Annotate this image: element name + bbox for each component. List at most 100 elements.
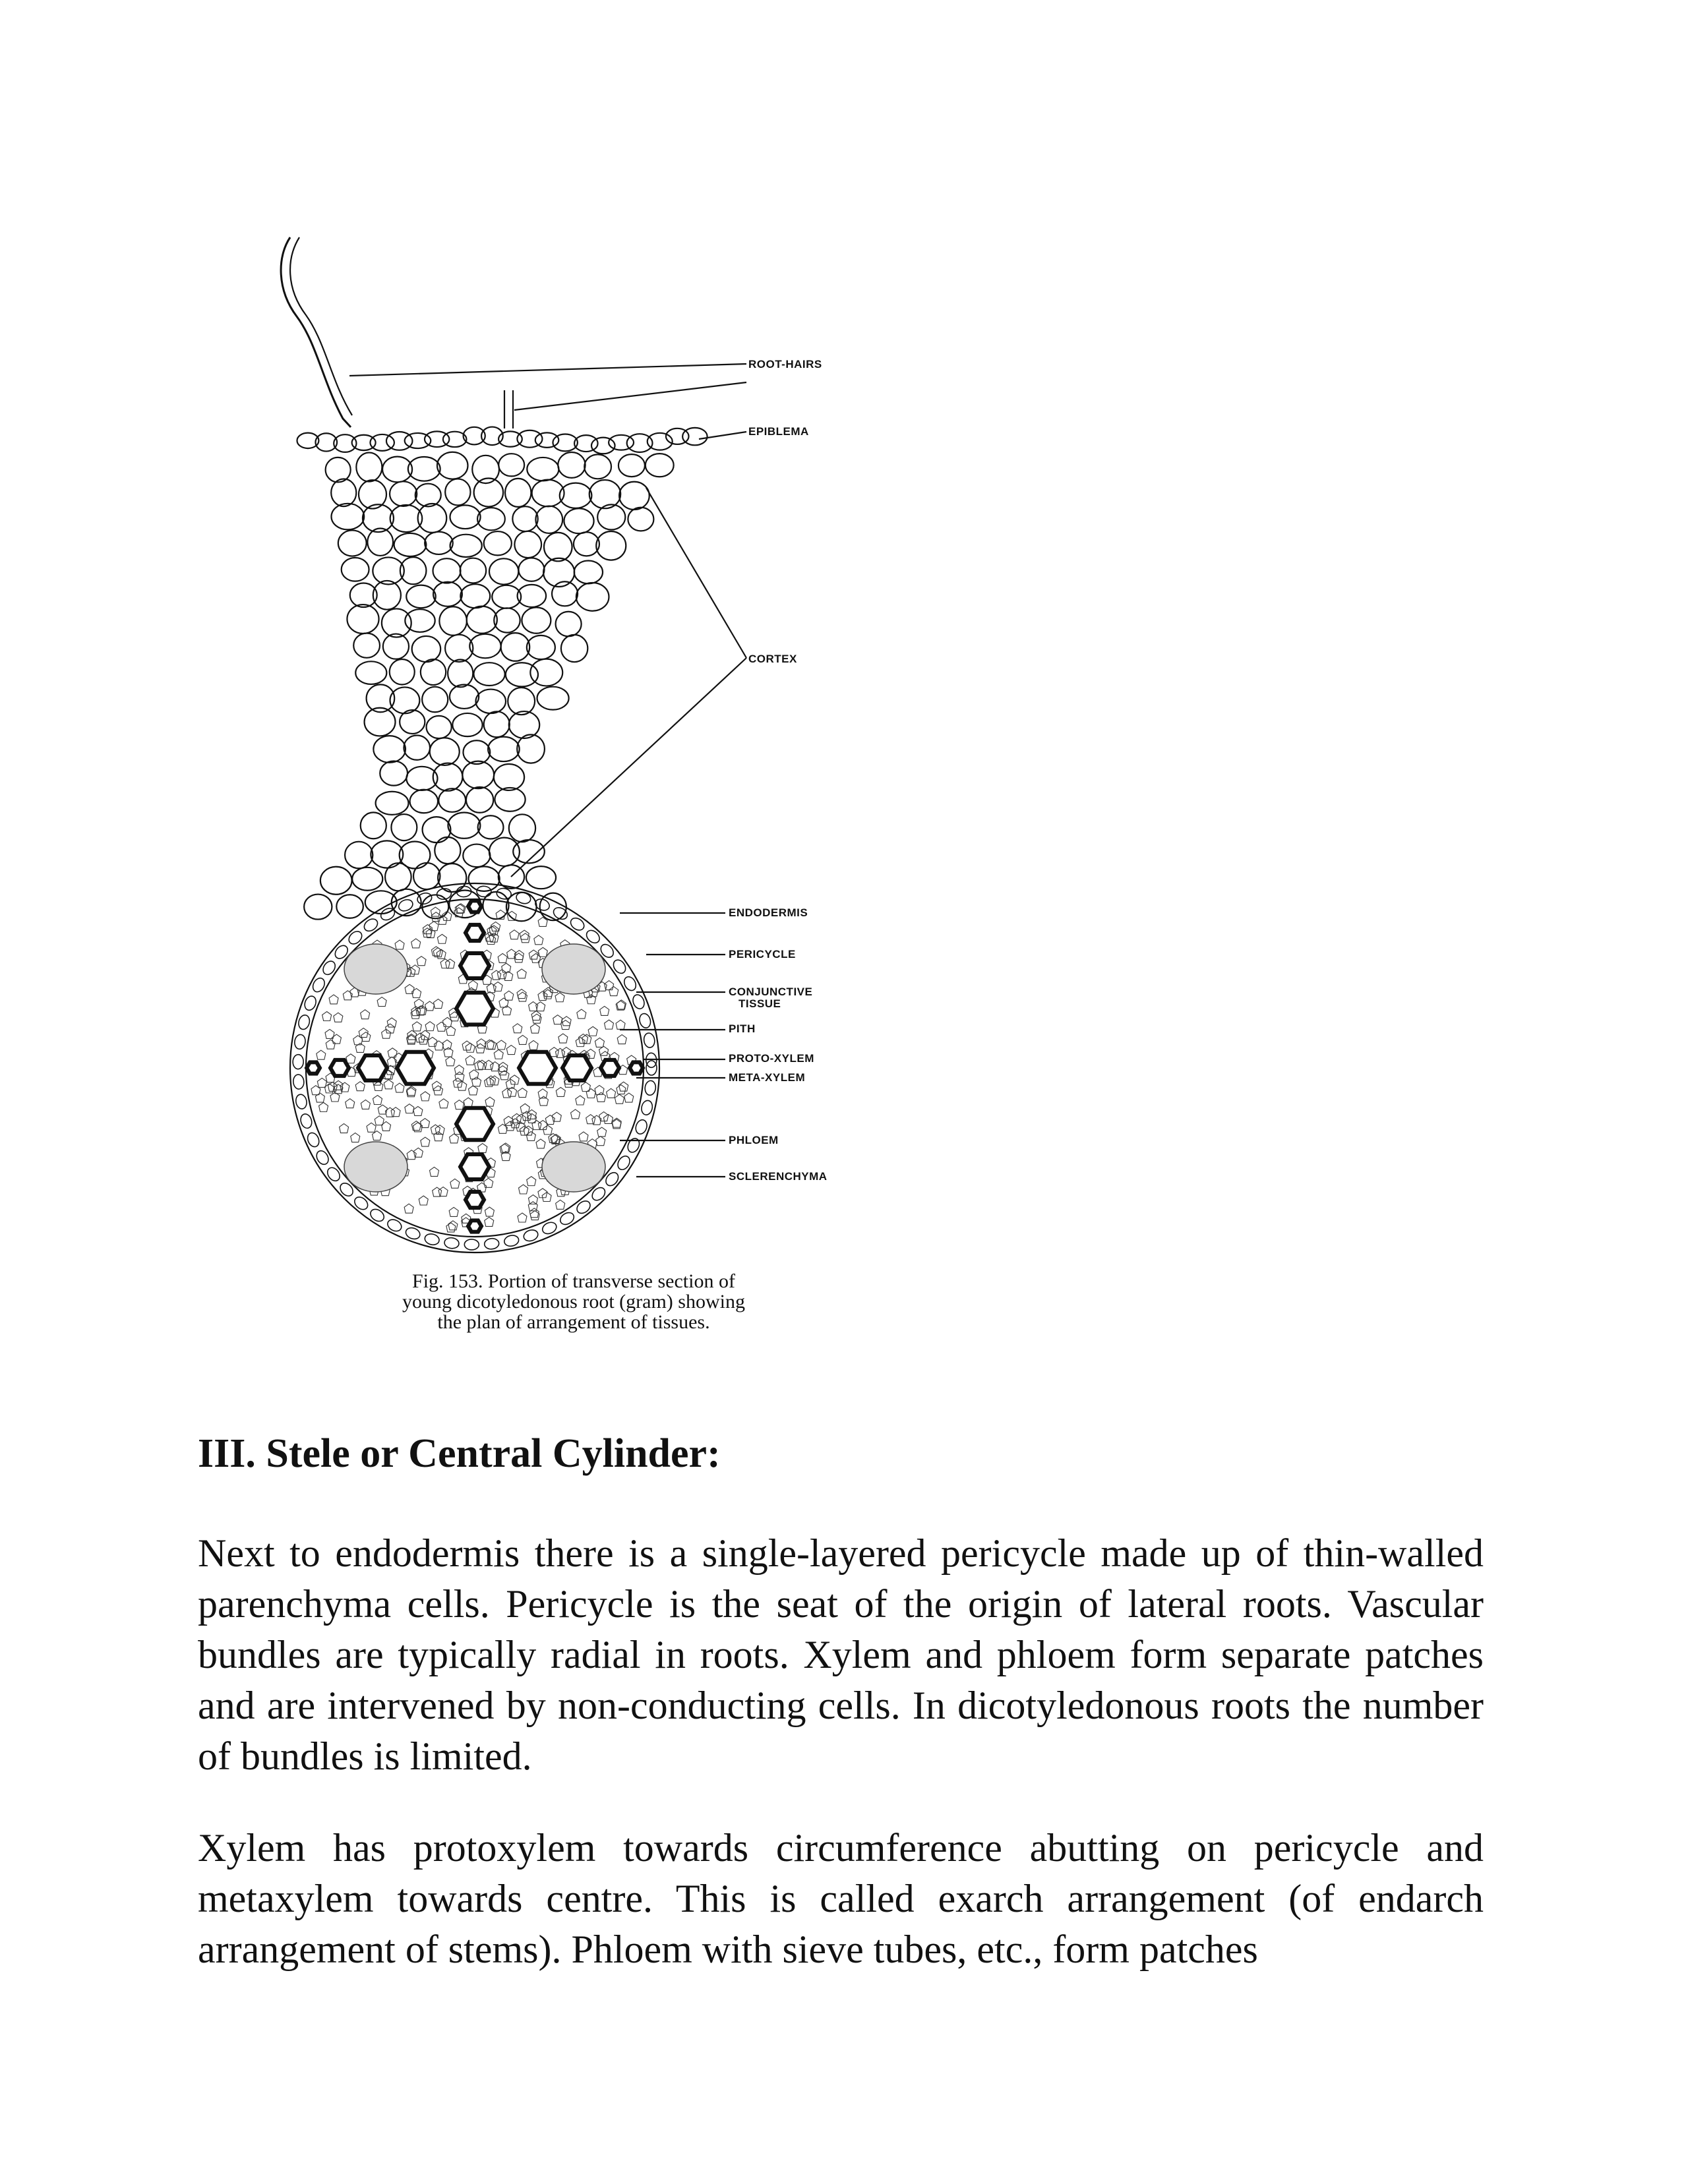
conjunctive-cell: [448, 1220, 458, 1231]
endodermis-cell: [307, 1132, 320, 1148]
conjunctive-cell: [374, 1115, 384, 1126]
endodermis-cell: [380, 908, 396, 921]
conjunctive-cell: [471, 1077, 482, 1087]
cortex-cell: [438, 606, 468, 636]
conjunctive-cell: [404, 1103, 415, 1114]
conjunctive-cell: [504, 990, 514, 1001]
cortex-cell: [424, 531, 454, 556]
conjunctive-cell: [427, 1036, 438, 1047]
endodermis-cell: [456, 885, 472, 898]
root-hair-short: [503, 390, 514, 428]
endodermis-cell: [553, 907, 568, 920]
conjunctive-cell: [503, 1115, 514, 1126]
cortex-cell: [473, 662, 506, 687]
conjunctive-cell: [606, 1088, 617, 1098]
conjunctive-cell: [322, 1011, 332, 1022]
conjunctive-cell: [490, 1061, 500, 1072]
cortex-cell: [521, 606, 552, 634]
conjunctive-cell: [501, 962, 512, 973]
conjunctive-cell: [520, 933, 531, 943]
root-hair-long-inner: [289, 237, 353, 416]
conjunctive-cell: [599, 1005, 610, 1017]
conjunctive-cell: [497, 1123, 508, 1134]
conjunctive-cell: [412, 1122, 423, 1133]
conjunctive-cell: [510, 1118, 520, 1129]
xylem-vessel: [466, 899, 484, 914]
cortex-cell: [526, 634, 556, 661]
conjunctive-cell: [519, 930, 529, 940]
conjunctive-cell: [526, 1131, 536, 1141]
conjunctive-cell: [384, 1023, 396, 1034]
conjunctive-cell: [526, 1175, 537, 1187]
conjunctive-cell: [377, 996, 387, 1007]
conjunctive-cell: [498, 997, 509, 1008]
cortex-cell: [493, 763, 526, 792]
conjunctive-cell: [586, 994, 597, 1005]
conjunctive-cell: [503, 970, 514, 981]
endodermis-cell: [635, 1119, 648, 1135]
endodermis-cell: [591, 1187, 606, 1201]
conjunctive-cell: [406, 1033, 417, 1044]
conjunctive-cell: [549, 1047, 559, 1057]
conjunctive-cell: [420, 1091, 431, 1102]
conjunctive-cell: [442, 910, 452, 921]
conjunctive-cell: [528, 1040, 539, 1050]
conjunctive-cell: [517, 1087, 528, 1098]
endodermis-cell: [326, 1167, 340, 1182]
conjunctive-cell: [499, 1143, 510, 1154]
conjunctive-cell: [594, 1037, 605, 1048]
conjunctive-cell: [555, 1199, 566, 1210]
cortex-cell: [555, 610, 582, 637]
conjunctive-cell: [522, 1111, 532, 1121]
conjunctive-cell: [489, 925, 499, 935]
epiblema-cell: [404, 432, 432, 450]
cortex-cell: [336, 894, 364, 919]
conjunctive-cell: [489, 1075, 500, 1086]
cortex-cell: [459, 557, 487, 584]
conjunctive-cell: [594, 1084, 605, 1096]
endodermis-cell: [300, 1113, 313, 1129]
conjunctive-cell: [528, 949, 539, 960]
cortex-cell: [444, 478, 471, 506]
conjunctive-cell: [360, 1009, 371, 1020]
endodermis-cell: [294, 1034, 306, 1050]
cortex-cell: [421, 686, 449, 713]
conjunctive-cell: [404, 1203, 414, 1214]
cortex-cell: [319, 866, 353, 895]
conjunctive-cell: [425, 928, 436, 939]
endodermis-cell: [516, 892, 531, 904]
endodermis-cell: [646, 1060, 657, 1076]
conjunctive-cell: [446, 1222, 456, 1233]
conjunctive-cell: [498, 1061, 508, 1072]
conjunctive-cell: [505, 1121, 516, 1131]
conjunctive-cell: [345, 1098, 355, 1109]
conjunctive-cell: [342, 990, 353, 1001]
cortex-cell: [477, 815, 504, 840]
endodermis-cell: [464, 1239, 480, 1251]
endodermis-cell: [483, 1237, 500, 1250]
conjunctive-cell: [467, 980, 479, 990]
cortex-cell: [361, 504, 395, 533]
cortex-cell: [370, 840, 404, 869]
conjunctive-cell: [616, 999, 627, 1010]
conjunctive-cell: [437, 914, 448, 925]
conjunctive-cell: [537, 990, 548, 1001]
cortex-cell: [446, 659, 474, 688]
conjunctive-cell: [493, 1049, 504, 1059]
cortex-cell: [390, 813, 418, 842]
cortex-cell: [399, 556, 427, 585]
cortex-cell: [388, 481, 418, 508]
endodermis-cell: [405, 1227, 421, 1240]
cortex-cell: [473, 477, 504, 508]
label-epiblema: EPIBLEMA: [748, 425, 809, 438]
cortex-cell: [572, 531, 601, 557]
conjunctive-cell: [406, 1150, 417, 1160]
conjunctive-cell: [506, 910, 517, 921]
cortex-cell: [535, 505, 564, 535]
conjunctive-cell: [413, 998, 424, 1009]
endodermis-cell: [340, 1182, 353, 1196]
xylem-vessel: [458, 1152, 492, 1182]
conjunctive-cell: [611, 1117, 622, 1128]
label-sclerenchyma: SCLERENCHYMA: [729, 1170, 828, 1183]
endodermis-cell: [316, 1150, 329, 1166]
